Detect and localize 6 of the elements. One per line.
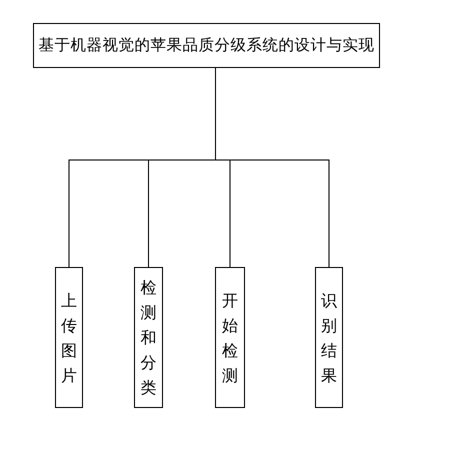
title-box: 基于机器视觉的苹果品质分级系统的设计与实现 [33, 23, 380, 68]
module-box: 检测和分类 [134, 267, 163, 408]
module-box: 上传图片 [55, 267, 83, 408]
module-box: 开始检测 [215, 267, 245, 408]
module-box: 识别结果 [315, 267, 343, 408]
connector-line [215, 68, 330, 268]
